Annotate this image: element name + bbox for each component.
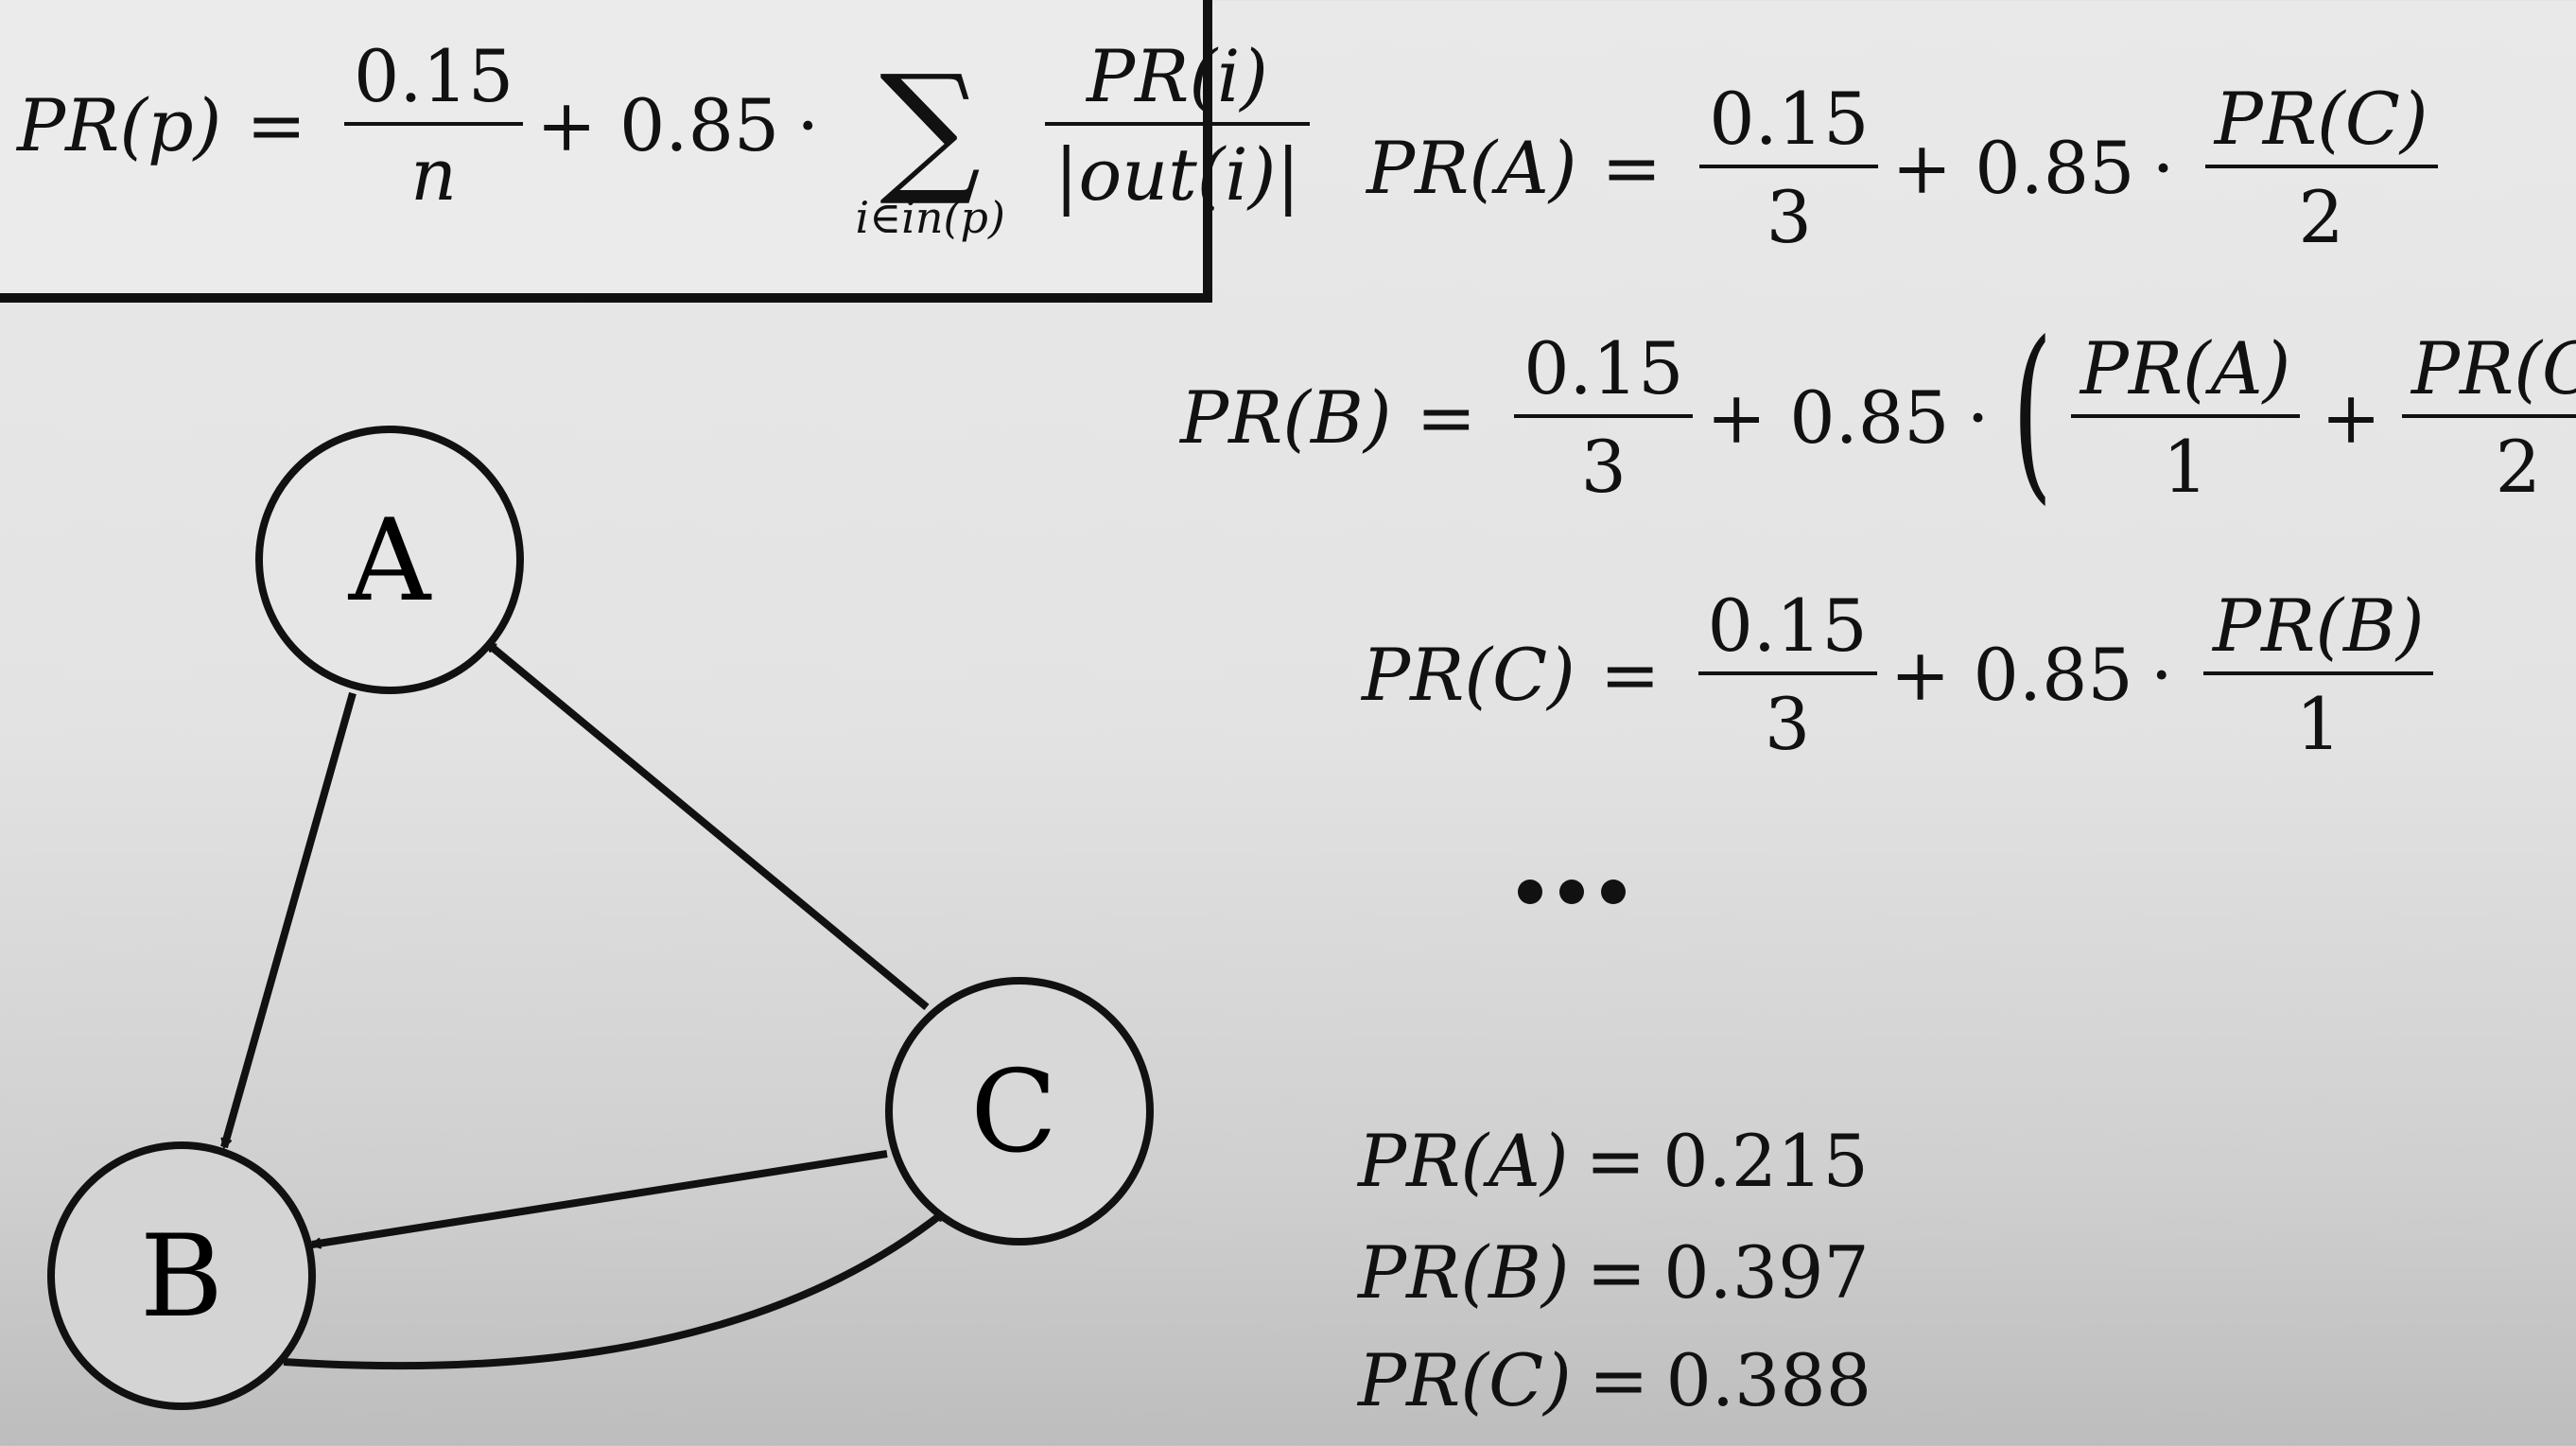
equation-pr-b: PR(B) = 0.15 3 + 0.85 · ( PR(A) 1 + PR(C… xyxy=(1180,302,2576,522)
node-a-circle xyxy=(255,426,524,694)
result-equals: = xyxy=(1585,1119,1646,1203)
fraction-bar xyxy=(1697,671,1877,675)
sigma-symbol: ∑ xyxy=(879,45,982,210)
fraction-bar xyxy=(344,121,524,126)
edge-b-to-c xyxy=(283,1209,947,1370)
equation-plus-term: + 0.85 xyxy=(1706,375,1950,460)
ellipsis xyxy=(1518,880,1626,904)
equation-fraction-1: 0.15 3 xyxy=(1697,584,1877,766)
sum-subscript: i∈in(p) xyxy=(855,192,1005,243)
formula-lhs: PR(p) xyxy=(17,82,222,167)
result-equals: = xyxy=(1586,1230,1647,1315)
node-c: C xyxy=(885,977,1154,1246)
fraction-bar xyxy=(1699,165,1879,168)
equation-lhs: PR(C) xyxy=(1362,633,1575,717)
equation-equals: = xyxy=(1599,633,1661,717)
result-lhs: PR(B) xyxy=(1358,1230,1570,1315)
equation-plus-term: + 0.85 xyxy=(1889,633,2133,717)
pagerank-graph: A B C xyxy=(47,426,1154,1410)
equation-fraction-2: PR(A) 1 xyxy=(2070,326,2301,509)
equation-equals: = xyxy=(1416,375,1477,460)
equation-dot: · xyxy=(2150,633,2173,717)
equation-fraction-2: PR(C) 2 xyxy=(2204,77,2438,259)
fraction-numerator: 0.15 xyxy=(1707,584,1868,668)
equation-fraction-1: 0.15 3 xyxy=(1699,77,1879,259)
fraction-numerator: PR(C) xyxy=(2214,77,2428,161)
fraction-denominator: |out(i)| xyxy=(1053,131,1300,217)
result-pr-c: PR(C) = 0.388 xyxy=(1358,1345,1871,1417)
node-a-label: A xyxy=(348,496,432,627)
general-formula: PR(p) = 0.15 n + 0.85 · ∑ i∈in(p) PR(i) … xyxy=(17,33,1323,239)
fraction-bar xyxy=(2204,165,2438,168)
fraction-denominator: n xyxy=(410,131,458,217)
ellipsis-dot xyxy=(1518,880,1542,904)
fraction-numerator: PR(C) xyxy=(2411,326,2576,410)
fraction-bar xyxy=(2401,414,2576,418)
fraction-denominator: 1 xyxy=(2162,425,2209,509)
node-b-label: B xyxy=(140,1211,223,1343)
fraction-numerator: PR(A) xyxy=(2080,326,2291,410)
equation-fraction-2: PR(B) 1 xyxy=(2202,584,2434,766)
equation-equals: = xyxy=(1601,126,1662,210)
node-c-circle xyxy=(885,977,1154,1246)
fraction-denominator: 3 xyxy=(1766,175,1813,259)
edge-c-to-a xyxy=(484,639,930,1011)
ellipsis-dot xyxy=(1601,880,1626,904)
equation-fraction-3: PR(C) 2 xyxy=(2401,326,2576,509)
fraction-denominator: 1 xyxy=(2295,682,2341,766)
equation-pr-c: PR(C) = 0.15 3 + 0.85 · PR(B) 1 xyxy=(1362,590,2446,760)
result-value: 0.388 xyxy=(1665,1338,1872,1422)
ellipsis-dot xyxy=(1559,880,1584,904)
formula-fraction-2: PR(i) |out(i)| xyxy=(1044,33,1310,217)
result-lhs: PR(A) xyxy=(1358,1119,1569,1203)
fraction-bar xyxy=(2070,414,2301,418)
edge-c-to-b xyxy=(312,1150,888,1245)
equation-pr-a: PR(A) = 0.15 3 + 0.85 · PR(C) 2 xyxy=(1366,83,2451,253)
fraction-denominator: 2 xyxy=(2495,425,2541,509)
formula-fraction-1: 0.15 n xyxy=(344,33,524,217)
fraction-denominator: 3 xyxy=(1764,682,1811,766)
fraction-numerator: PR(i) xyxy=(1086,33,1268,118)
fraction-denominator: 3 xyxy=(1580,425,1627,509)
result-pr-a: PR(A) = 0.215 xyxy=(1358,1125,1869,1197)
formula-dot: · xyxy=(796,82,820,167)
fraction-numerator: 0.15 xyxy=(354,33,514,118)
fraction-numerator: PR(B) xyxy=(2212,584,2425,668)
result-equals: = xyxy=(1588,1338,1649,1422)
equation-lhs: PR(B) xyxy=(1180,375,1392,460)
equation-dot: · xyxy=(1966,375,1990,460)
result-value: 0.397 xyxy=(1663,1230,1870,1315)
node-b-circle xyxy=(47,1141,316,1410)
summation: ∑ i∈in(p) xyxy=(855,45,1005,243)
formula-equals: = xyxy=(246,82,306,167)
node-b: B xyxy=(47,1141,316,1410)
fraction-bar xyxy=(1514,414,1694,418)
left-parenthesis: ( xyxy=(2011,302,2053,522)
result-value: 0.215 xyxy=(1662,1119,1869,1203)
fraction-denominator: 2 xyxy=(2298,175,2344,259)
fraction-bar xyxy=(2202,671,2434,675)
equation-fraction-1: 0.15 3 xyxy=(1514,326,1694,509)
fraction-numerator: 0.15 xyxy=(1709,77,1870,161)
inner-plus: + xyxy=(2321,375,2381,460)
edge-a-to-b xyxy=(220,691,357,1147)
result-lhs: PR(C) xyxy=(1358,1338,1572,1422)
node-a: A xyxy=(255,426,524,694)
fraction-bar xyxy=(1044,121,1310,126)
formula-plus-term: + 0.85 xyxy=(536,82,780,167)
result-pr-b: PR(B) = 0.397 xyxy=(1358,1237,1870,1309)
general-formula-box xyxy=(0,0,1212,303)
equation-dot: · xyxy=(2151,126,2175,210)
node-c-label: C xyxy=(970,1047,1057,1178)
equation-lhs: PR(A) xyxy=(1366,126,1577,210)
equation-plus-term: + 0.85 xyxy=(1891,126,2135,210)
fraction-numerator: 0.15 xyxy=(1523,326,1684,410)
